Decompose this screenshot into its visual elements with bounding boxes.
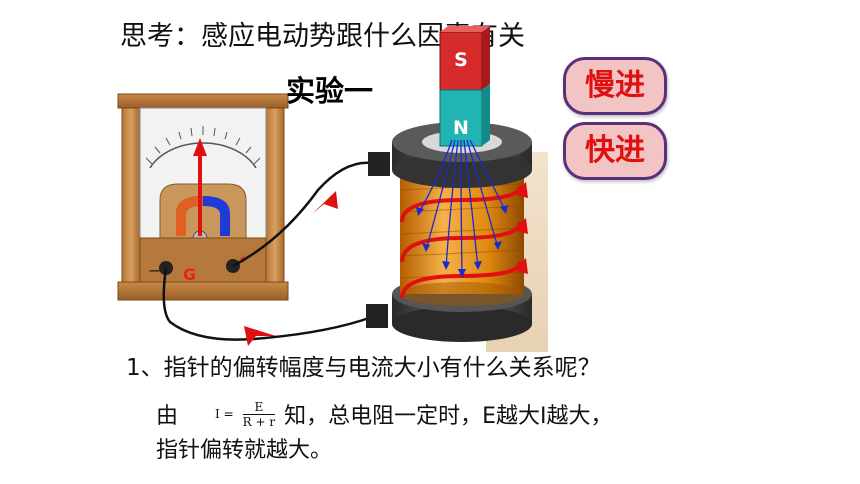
formula-lhs: I = [215,407,234,421]
galvanometer: − + G [117,93,289,301]
circuit-wires [162,161,373,341]
magnet-north-label: N [453,117,469,139]
galvanometer-minus-label: − [148,261,161,280]
formula-denominator: R + r [242,414,276,429]
explanation-line-1: 由 I = E R + r 知，总电阻一定时，E越大I越大， [156,398,612,430]
experiment-label: 实验一 [286,74,374,108]
formula-numerator: E [242,400,276,415]
explanation-suffix: 知，总电阻一定时，E越大I越大， [284,404,613,429]
galvanometer-label: G [183,265,196,284]
current-arrow-upper [312,191,338,214]
magnet-south-label: S [454,49,468,71]
explanation-line-2: 指针偏转就越大。 [156,438,333,463]
magnetic-field-lines [417,139,507,277]
fast-forward-button[interactable]: 快进 [563,122,667,180]
slow-forward-button[interactable]: 慢进 [563,57,667,115]
current-arrow-lower [244,326,276,346]
bar-magnet: S N [439,26,490,147]
formula-fraction: E R + r [242,400,276,429]
galvanometer-plus-label: + [239,252,248,265]
explanation-prefix: 由 [156,404,179,429]
field-line-arrowheads [416,205,508,278]
question-text: 1、指针的偏转幅度与电流大小有什么关系呢？ [126,355,601,381]
